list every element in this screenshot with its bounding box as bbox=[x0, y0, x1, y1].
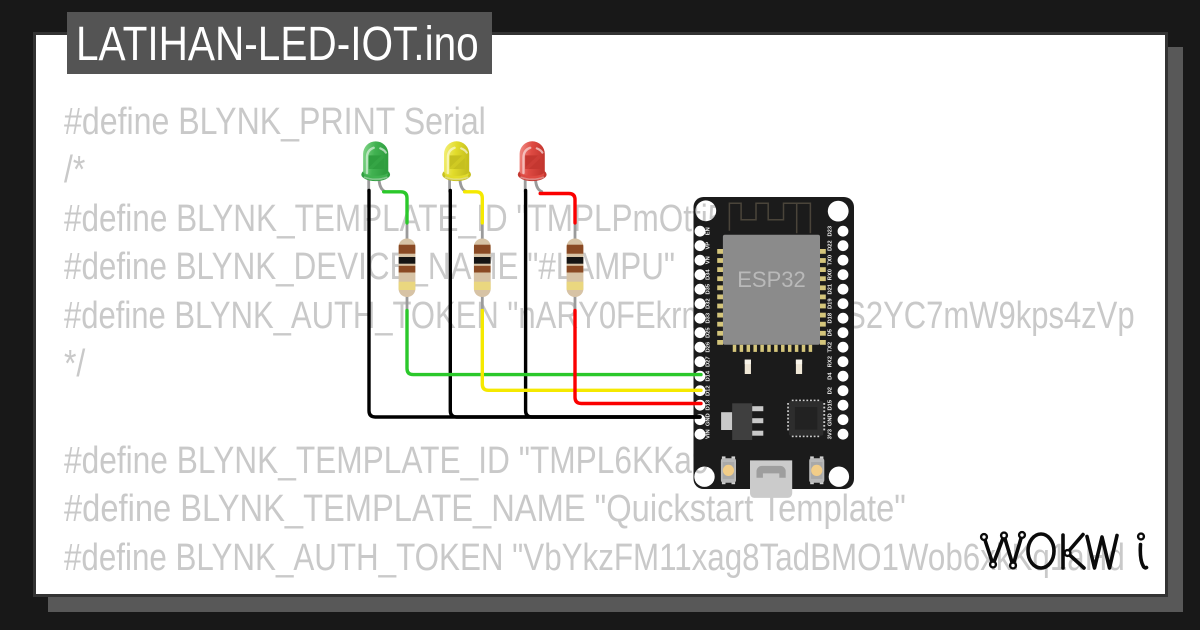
svg-text:D23: D23 bbox=[828, 225, 834, 236]
svg-text:EN: EN bbox=[706, 227, 712, 235]
svg-text:D19: D19 bbox=[828, 298, 834, 309]
svg-text:TX0: TX0 bbox=[828, 255, 834, 266]
svg-text:D15: D15 bbox=[828, 399, 834, 410]
svg-text:D4: D4 bbox=[828, 372, 834, 380]
svg-text:D22: D22 bbox=[828, 240, 834, 251]
svg-text:D34: D34 bbox=[706, 269, 712, 280]
svg-text:D13: D13 bbox=[706, 399, 712, 410]
svg-text:GND: GND bbox=[828, 413, 834, 426]
svg-text:D35: D35 bbox=[706, 283, 712, 294]
svg-text:D32: D32 bbox=[706, 298, 712, 309]
svg-text:D33: D33 bbox=[706, 312, 712, 323]
svg-text:RX2: RX2 bbox=[828, 356, 834, 367]
svg-text:D21: D21 bbox=[828, 283, 834, 294]
svg-text:GND: GND bbox=[706, 413, 712, 426]
svg-text:VN: VN bbox=[706, 256, 712, 264]
svg-text:D12: D12 bbox=[706, 385, 712, 396]
svg-text:RX0: RX0 bbox=[828, 269, 834, 280]
svg-text:D27: D27 bbox=[706, 356, 712, 367]
svg-text:3V3: 3V3 bbox=[828, 428, 834, 439]
svg-text:TX2: TX2 bbox=[828, 342, 834, 353]
svg-text:D25: D25 bbox=[706, 327, 712, 338]
svg-text:D26: D26 bbox=[706, 341, 712, 352]
svg-text:ESP32: ESP32 bbox=[737, 267, 806, 292]
svg-text:D5: D5 bbox=[828, 328, 834, 336]
svg-text:VIN: VIN bbox=[706, 429, 712, 439]
svg-text:D2: D2 bbox=[828, 387, 834, 394]
svg-text:D18: D18 bbox=[828, 312, 834, 323]
svg-text:VP: VP bbox=[706, 242, 712, 250]
svg-text:D14: D14 bbox=[706, 370, 712, 381]
